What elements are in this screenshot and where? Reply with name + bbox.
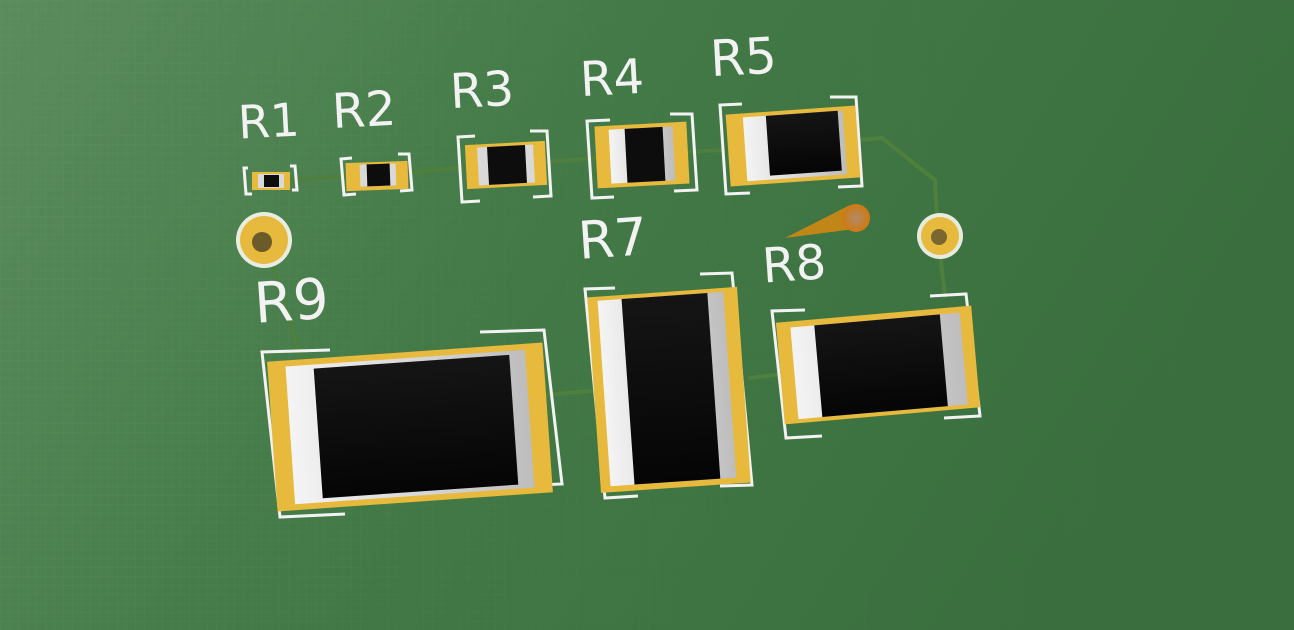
resistor-r4 — [585, 112, 699, 200]
via-left — [236, 212, 292, 268]
resistor-r1 — [242, 164, 299, 196]
resistor-r9 — [260, 328, 564, 519]
label-r1: R1 — [237, 93, 301, 150]
resistor-r2 — [339, 152, 414, 197]
label-r9: R9 — [252, 267, 331, 337]
label-r8: R8 — [760, 234, 828, 294]
label-r5: R5 — [709, 27, 779, 88]
label-r2: R2 — [331, 81, 398, 140]
resistor-r5 — [718, 95, 864, 196]
label-r7: R7 — [576, 207, 649, 272]
via-highlight — [785, 204, 870, 238]
resistor-r7 — [583, 271, 754, 500]
label-r3: R3 — [449, 61, 516, 120]
via-right — [917, 213, 963, 259]
resistor-r8 — [770, 292, 982, 440]
resistor-r3 — [456, 129, 553, 204]
label-r4: R4 — [579, 49, 646, 108]
